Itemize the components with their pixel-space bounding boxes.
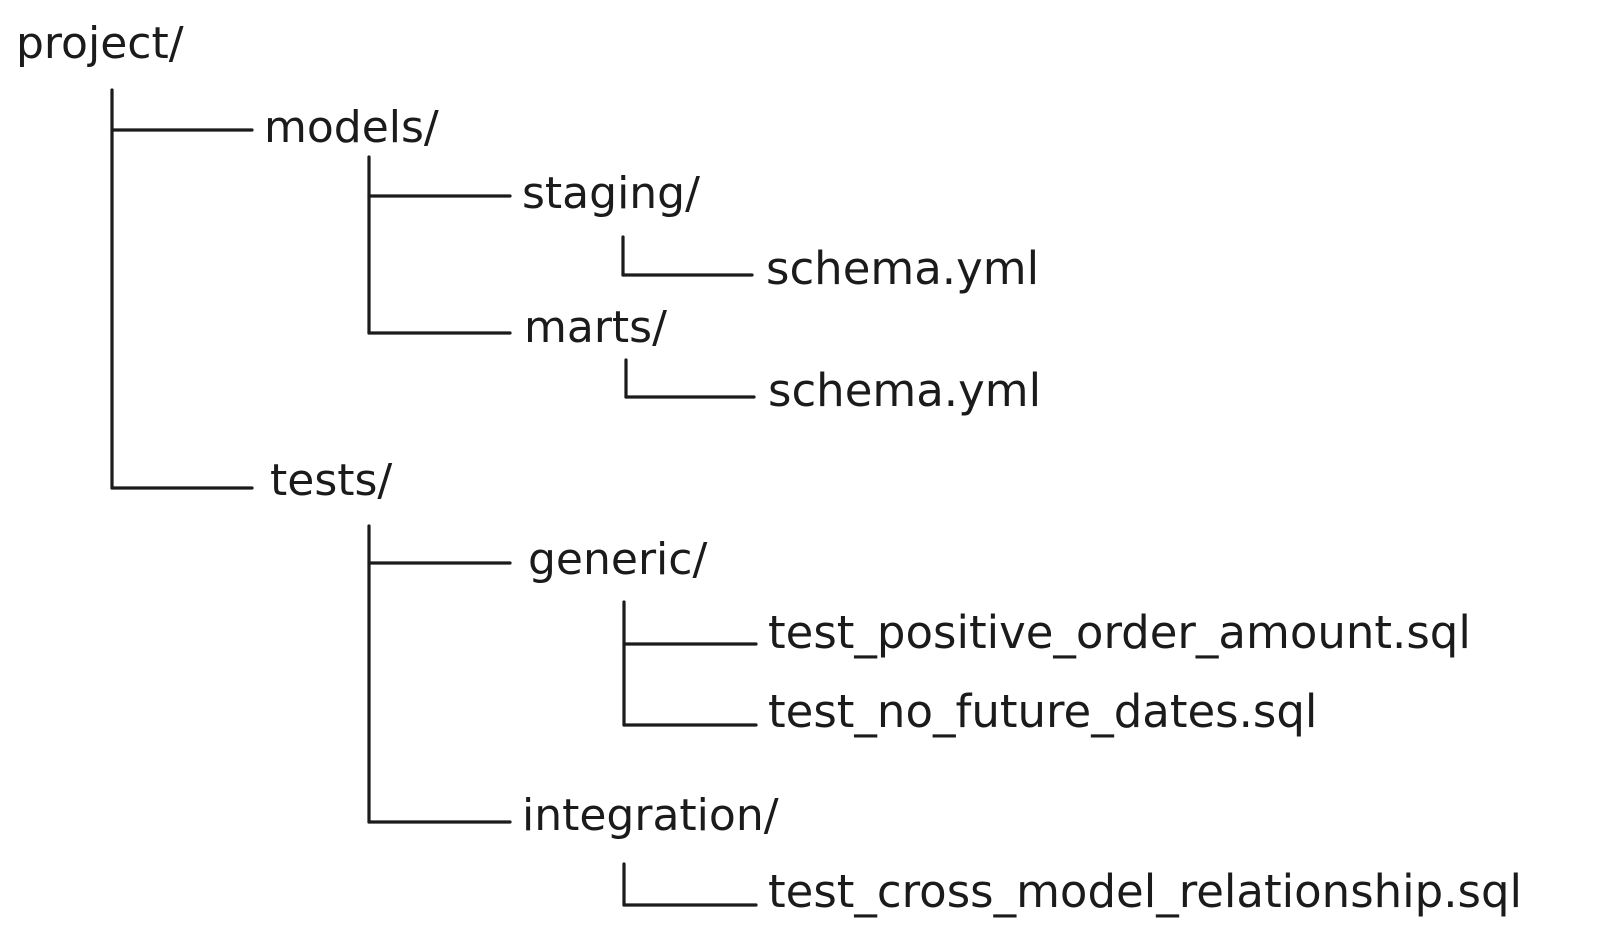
- folder-tests: tests/: [270, 455, 392, 506]
- file-marts-schema: schema.yml: [768, 364, 1041, 417]
- folder-generic: generic/: [528, 534, 707, 585]
- connectors-integration: [622, 862, 758, 907]
- connectors-root: [110, 88, 254, 490]
- connectors-models: [367, 155, 512, 335]
- folder-models: models/: [264, 102, 439, 153]
- file-test-positive-order-amount: test_positive_order_amount.sql: [768, 606, 1471, 659]
- file-test-cross-model-relationship: test_cross_model_relationship.sql: [768, 865, 1522, 918]
- folder-project: project/: [16, 18, 184, 69]
- folder-marts: marts/: [524, 302, 667, 353]
- folder-staging: staging/: [522, 168, 700, 219]
- file-staging-schema: schema.yml: [766, 242, 1039, 295]
- connectors-staging: [621, 235, 754, 277]
- file-test-no-future-dates: test_no_future_dates.sql: [768, 685, 1317, 738]
- folder-integration: integration/: [522, 790, 779, 841]
- connectors-tests: [367, 524, 512, 824]
- connectors-generic: [622, 600, 758, 727]
- connectors-marts: [624, 358, 756, 399]
